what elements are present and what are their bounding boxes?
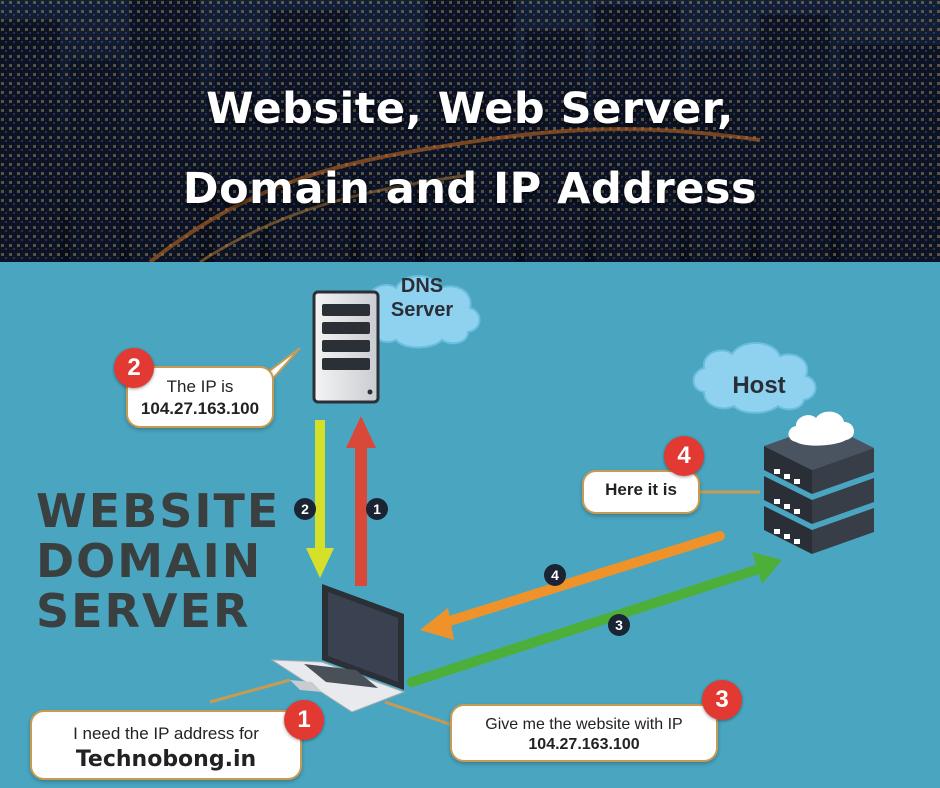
arrow-orange [420,536,720,640]
badge-4: 4 [664,436,704,476]
badge-3: 3 [702,680,742,720]
badge-2: 2 [114,348,154,388]
step-2-marker: 2 [294,498,316,520]
laptop-icon [272,584,404,712]
title-line-2: Domain and IP Address [0,164,940,214]
big-text-website: WEBSITE [36,484,280,538]
big-text-server: SERVER [36,584,250,638]
step-4-marker: 4 [544,564,566,586]
host-server-icon [764,412,874,554]
step-1-marker: 1 [366,498,388,520]
callout-website-request: Give me the website with IP 104.27.163.1… [450,704,718,762]
dns-server-icon [314,292,378,402]
badge-1: 1 [284,700,324,740]
big-text-domain: DOMAIN [36,534,262,588]
dns-label: DNS Server [372,274,472,322]
host-label: Host [714,372,804,400]
callout-ip-request: I need the IP address for Technobong.in [30,710,302,780]
callout-here-it-is: Here it is [582,470,700,514]
title-line-1: Website, Web Server, [0,84,940,134]
diagram-panel: WEBSITE DOMAIN SERVER DNS Server Host Th… [0,262,940,788]
header-banner: Website, Web Server, Domain and IP Addre… [0,0,940,262]
step-3-marker: 3 [608,614,630,636]
